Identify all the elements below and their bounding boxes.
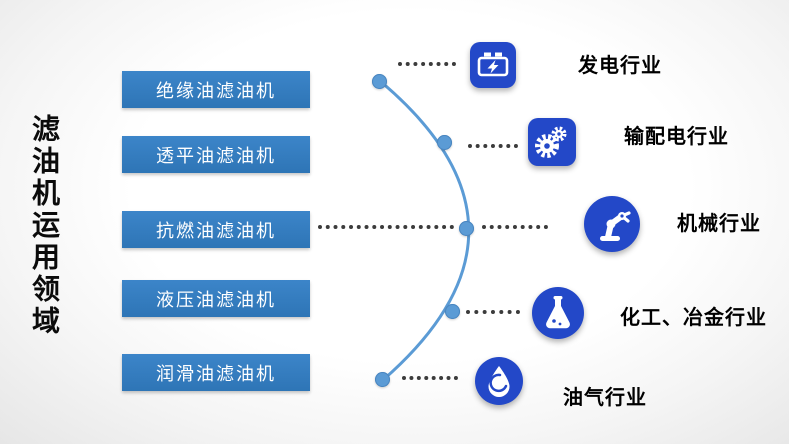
dotted-connector-3-left — [318, 225, 454, 229]
machine-box-label: 透平油滤油机 — [156, 145, 276, 166]
dotted-connector-3-right — [482, 225, 548, 229]
machine-box-label: 抗燃油滤油机 — [156, 220, 276, 241]
dotted-connector-1 — [398, 62, 456, 66]
robot-arm-icon — [584, 196, 640, 252]
industry-label-chemical-metallurgy: 化工、冶金行业 — [620, 307, 767, 329]
machine-box-fire-resistant-oil: 抗燃油滤油机 — [122, 211, 310, 248]
gears-icon — [528, 118, 576, 166]
machine-box-label: 液压油滤油机 — [156, 289, 276, 310]
machine-box-label: 绝缘油滤油机 — [156, 80, 276, 101]
dotted-connector-4 — [466, 310, 520, 314]
machine-box-hydraulic-oil: 液压油滤油机 — [122, 280, 310, 317]
oil-drop-icon — [475, 357, 523, 405]
arc-node-4 — [445, 304, 460, 319]
industry-label-oil-gas: 油气行业 — [563, 387, 647, 409]
industry-label-machinery: 机械行业 — [677, 213, 761, 235]
chemical-flask-icon — [532, 287, 584, 339]
machine-box-turbine-oil: 透平油滤油机 — [122, 136, 310, 173]
dotted-connector-5 — [402, 376, 458, 380]
battery-lightning-icon — [470, 42, 516, 88]
page-title: 滤油机运用领域 — [29, 114, 60, 338]
machine-box-insulating-oil: 绝缘油滤油机 — [122, 71, 310, 108]
machine-box-lubricating-oil: 润滑油滤油机 — [122, 354, 310, 391]
arc-node-2 — [437, 135, 452, 150]
arc-node-5 — [375, 372, 390, 387]
dotted-connector-2 — [468, 144, 518, 148]
machine-box-label: 润滑油滤油机 — [156, 363, 276, 384]
industry-label-power-generation: 发电行业 — [578, 55, 662, 77]
arc-node-3 — [459, 221, 474, 236]
arc-node-1 — [372, 74, 387, 89]
industry-label-power-transmission: 输配电行业 — [624, 126, 729, 148]
